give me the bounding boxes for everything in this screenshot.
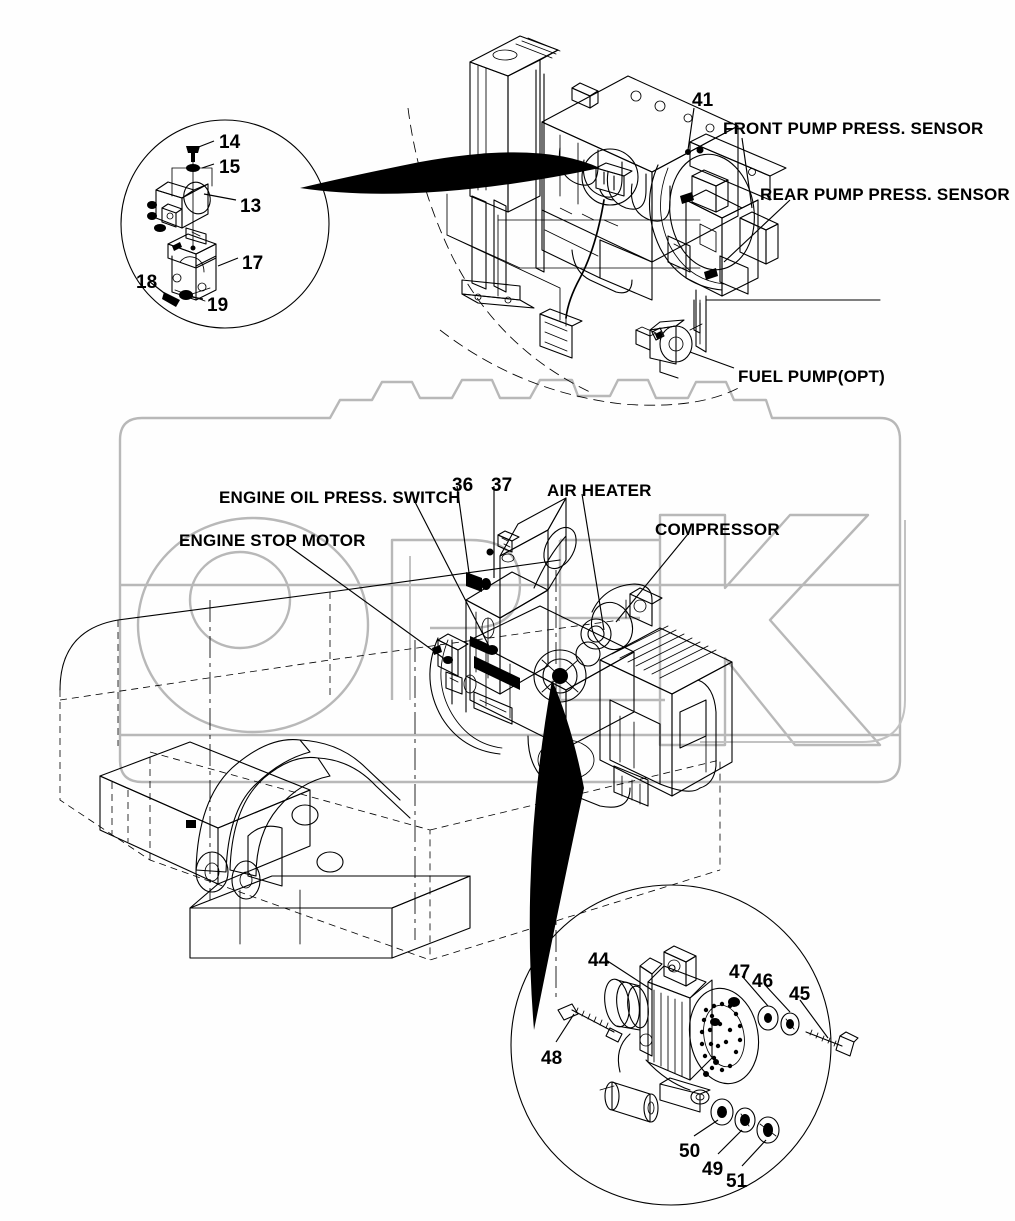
detail-circle-boundary (120, 119, 330, 329)
alternator-parts (557, 945, 859, 1144)
upper-wiring-harness (539, 199, 657, 359)
radiator-unit (461, 35, 561, 309)
item-number-48: 48 (541, 1048, 563, 1069)
detail-leaders (149, 140, 239, 300)
item-number-17: 17 (242, 253, 264, 274)
watermark-letter-o (136, 516, 370, 734)
item-number-41: 41 (692, 90, 714, 111)
item-number-49: 49 (702, 1159, 724, 1180)
stop-motor-on-engine (432, 633, 469, 695)
item-number-46: 46 (752, 971, 774, 992)
oil-pressure-switch (465, 631, 498, 655)
alternator-connector-wedge (529, 680, 584, 1030)
item-number-51: 51 (726, 1171, 748, 1192)
item-number-50: 50 (679, 1141, 701, 1162)
item-number-45: 45 (789, 984, 811, 1005)
detail-connector-wedge (300, 152, 600, 194)
item-number-47: 47 (729, 962, 751, 983)
label-fuel-pump-opt: FUEL PUMP(OPT) (738, 367, 885, 386)
item-number-44: 44 (588, 950, 610, 971)
deck-plates (99, 741, 471, 959)
flywheel-housing-lower (429, 637, 503, 755)
alternator-circle-boundary (510, 884, 832, 1206)
leader-item-41 (685, 107, 695, 155)
label-engine-stop-motor: ENGINE STOP MOTOR (179, 531, 366, 550)
item-number-13: 13 (240, 196, 262, 217)
item-number-36: 36 (452, 475, 474, 496)
engine-block-upper (541, 75, 739, 263)
item-number-14: 14 (219, 132, 241, 153)
label-rear-pump-press-sensor: REAR PUMP PRESS. SENSOR (760, 185, 1010, 204)
engine-lower-block (541, 148, 653, 301)
upper-callout-leaders (689, 137, 791, 369)
watermark-gear-outline (118, 378, 902, 784)
lower-engine-block (465, 497, 733, 808)
item-number-19: 19 (207, 295, 229, 316)
watermark-letter-p (390, 538, 522, 700)
hydraulic-pump-group (648, 133, 787, 334)
fuel-line (695, 289, 881, 353)
item-number-15: 15 (219, 157, 241, 178)
label-engine-oil-press-switch: ENGINE OIL PRESS. SWITCH (219, 488, 461, 507)
lower-callout-leaders (285, 485, 689, 661)
stop-motor-parts (147, 146, 217, 307)
item-number-18: 18 (136, 272, 158, 293)
item-number-37: 37 (491, 475, 513, 496)
lower-harness (473, 691, 513, 725)
watermark-letter-k (658, 513, 906, 747)
upper-platform (407, 107, 743, 406)
label-compressor: COMPRESSOR (655, 520, 780, 539)
label-front-pump-press-sensor: FRONT PUMP PRESS. SENSOR (723, 119, 984, 138)
label-air-heater: AIR HEATER (547, 481, 652, 500)
boom-mounting-bracket (186, 739, 411, 900)
alternator-leaders (555, 959, 829, 1167)
fuel-pump-unit (649, 319, 703, 379)
